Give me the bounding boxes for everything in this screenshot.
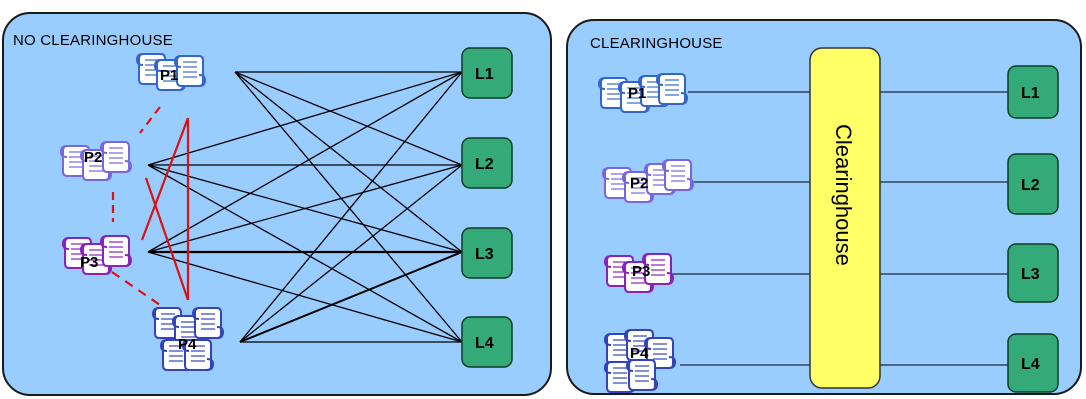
participant-label: P2 [84, 149, 102, 166]
link-p3-l1 [147, 71, 463, 253]
peer-links [111, 106, 190, 306]
participant-label: P3 [80, 254, 98, 271]
location-label: L1 [1021, 85, 1040, 102]
panel-title: CLEARINGHOUSE [590, 35, 723, 52]
participant-p2: P2 [602, 159, 694, 203]
location-label: L4 [1021, 356, 1040, 373]
location-l3: L3 [461, 227, 513, 279]
participant-p1: P1 [136, 53, 206, 91]
link-p1-l2 [234, 71, 463, 166]
participant-p4: P4 [152, 307, 224, 371]
participant-label: P4 [630, 345, 649, 362]
participant-label: P2 [630, 175, 648, 192]
participant-label: P4 [178, 336, 197, 353]
location-label: L2 [1021, 177, 1040, 194]
link-p1-p3 [140, 117, 190, 241]
clearinghouse-hub: Clearinghouse [809, 47, 881, 389]
link-p3-l4 [147, 251, 463, 343]
location-l2: L2 [461, 137, 513, 189]
link-p4-l2 [239, 164, 463, 343]
hub-links [670, 91, 1008, 366]
location-label: L1 [475, 66, 494, 83]
participant-p3: P3 [604, 253, 674, 293]
location-l3: L3 [1007, 243, 1059, 303]
direct-links [147, 71, 463, 343]
link-p2-p4 [144, 177, 190, 301]
link-p4-l1 [239, 71, 463, 343]
participant-p1: P1 [598, 73, 688, 113]
location-l1: L1 [461, 47, 513, 99]
link-p3-l2 [147, 164, 463, 253]
participant-p4: P4 [604, 329, 676, 393]
panel-title: NO CLEARINGHOUSE [13, 32, 173, 49]
location-label: L3 [1021, 266, 1040, 283]
hub-label: Clearinghouse [831, 124, 856, 266]
link-p1-l3 [234, 71, 463, 253]
link-p1-p2 [139, 106, 161, 134]
location-l4: L4 [1007, 333, 1059, 393]
link-p4-l3 [239, 251, 463, 343]
no-clearinghouse-panel: NO CLEARINGHOUSE [2, 12, 552, 396]
participant-p3: P3 [62, 235, 132, 275]
link-p2-l1 [147, 71, 463, 166]
link-p1-l4 [234, 71, 463, 343]
link-p2-l4 [147, 164, 463, 343]
location-l4: L4 [461, 316, 513, 368]
location-l2: L2 [1007, 153, 1059, 215]
participant-label: P1 [628, 85, 646, 102]
location-l1: L1 [1007, 65, 1059, 119]
participant-label: P1 [160, 67, 178, 84]
link-p3-p4 [111, 271, 161, 306]
location-label: L4 [475, 335, 494, 352]
location-label: L3 [475, 246, 494, 263]
participant-p2: P2 [60, 141, 132, 181]
location-label: L2 [475, 156, 494, 173]
participant-label: P3 [632, 263, 650, 280]
